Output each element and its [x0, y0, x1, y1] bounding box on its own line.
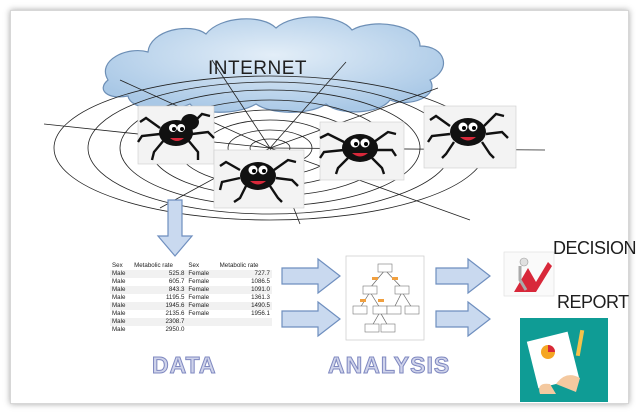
table-row: Male 2308.7: [110, 318, 272, 326]
table-cell: 1195.5: [165, 294, 185, 301]
table-cell: Female: [188, 310, 210, 317]
table-cell: [217, 318, 272, 326]
decision-icon: [503, 251, 555, 297]
table-row: Male 2135.6 Female 1956.1: [110, 310, 272, 318]
table-row: Male 1195.5 Female 1361.3: [110, 294, 272, 302]
table-cell: Male: [112, 294, 126, 301]
cloud-label: INTERNET: [208, 58, 307, 79]
table-cell: Male: [110, 286, 133, 294]
table-row: Male 525.8 Female 727.7: [110, 270, 272, 278]
table-cell: 1945.6: [132, 302, 187, 310]
table-cell: 1086.5: [251, 278, 270, 285]
table-cell: 1361.3: [251, 294, 270, 301]
table-header: Sex: [112, 262, 123, 269]
data-table: Sex Metabolic rate Sex Metabolic rate Ma…: [110, 262, 272, 334]
table-cell: 1490.5: [217, 302, 272, 310]
table-cell: Female: [186, 270, 218, 278]
table-header-row: Sex Metabolic rate Sex Metabolic rate: [110, 262, 272, 270]
table-cell: [186, 318, 218, 326]
table-cell: 605.7: [168, 278, 185, 285]
down-arrow: [156, 199, 194, 257]
table-cell: [186, 326, 217, 334]
table-cell: Female: [186, 302, 218, 310]
right-arrow-analysis-report: [435, 300, 491, 338]
table-cell: 727.7: [217, 270, 272, 278]
table-cell: 2308.7: [132, 318, 187, 326]
spider-2: [213, 149, 305, 209]
table-cell: Male: [110, 318, 133, 326]
report-icon: [520, 318, 608, 402]
table-cell: 843.3: [132, 286, 187, 294]
decision-tree-thumbnail: [345, 255, 425, 341]
analysis-label: ANALYSIS: [327, 352, 451, 379]
table-cell: Female: [188, 278, 210, 285]
table-cell: Female: [186, 286, 218, 294]
report-label: REPORT: [557, 292, 629, 312]
table-row: Male 2950.0: [110, 326, 272, 334]
table-header: Metabolic rate: [134, 262, 173, 269]
table-cell: [218, 326, 272, 334]
table-row: Male 605.7 Female 1086.5: [110, 278, 272, 286]
table-cell: Male: [112, 310, 126, 317]
decision-label: DECISION: [553, 238, 636, 258]
table-header: Metabolic rate: [219, 262, 259, 269]
table-cell: 2135.6: [165, 310, 185, 317]
table-row: Male 1945.6 Female 1490.5: [110, 302, 272, 310]
right-arrow-analysis-decision: [435, 257, 491, 295]
table-cell: 1956.1: [251, 310, 270, 317]
table-cell: Male: [112, 326, 126, 333]
table-cell: 1091.0: [217, 286, 272, 294]
table-header: Sex: [188, 262, 200, 269]
table-row: Male 843.3 Female 1091.0: [110, 286, 272, 294]
right-arrow-data-analysis-2: [281, 300, 341, 338]
table-cell: 525.8: [132, 270, 187, 278]
table-cell: 2950.0: [165, 326, 185, 333]
table-cell: Male: [112, 278, 126, 285]
spider-3: [319, 121, 405, 181]
table-cell: Male: [110, 302, 133, 310]
table-cell: Female: [188, 294, 210, 301]
spider-1: [137, 105, 215, 165]
spider-4: [423, 105, 517, 169]
table-cell: Male: [110, 270, 133, 278]
right-arrow-data-analysis-1: [281, 257, 341, 295]
data-label: DATA: [151, 352, 217, 379]
